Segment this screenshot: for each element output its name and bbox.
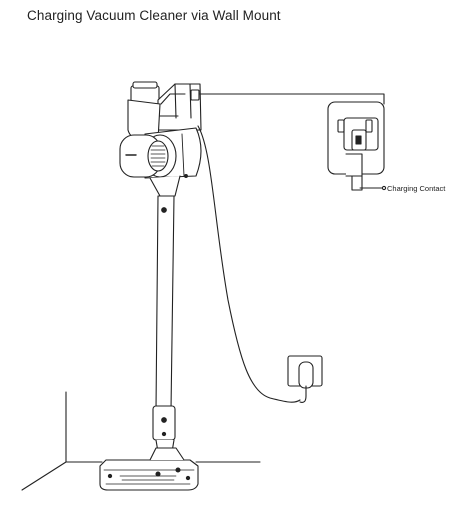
charging-contact-label: Charging Contact bbox=[387, 184, 446, 193]
room-corner bbox=[21, 391, 261, 491]
vacuum-body bbox=[119, 99, 202, 197]
power-adapter bbox=[287, 355, 323, 403]
magnified-view bbox=[327, 101, 385, 191]
wall-mount bbox=[130, 81, 202, 131]
floor-brush bbox=[99, 447, 199, 491]
extension-tube bbox=[152, 195, 176, 453]
charging-cable bbox=[197, 125, 301, 403]
diagram-title: Charging Vacuum Cleaner via Wall Mount bbox=[27, 8, 281, 23]
charging-contact-pointer bbox=[359, 185, 387, 191]
callout-leader bbox=[199, 93, 385, 105]
